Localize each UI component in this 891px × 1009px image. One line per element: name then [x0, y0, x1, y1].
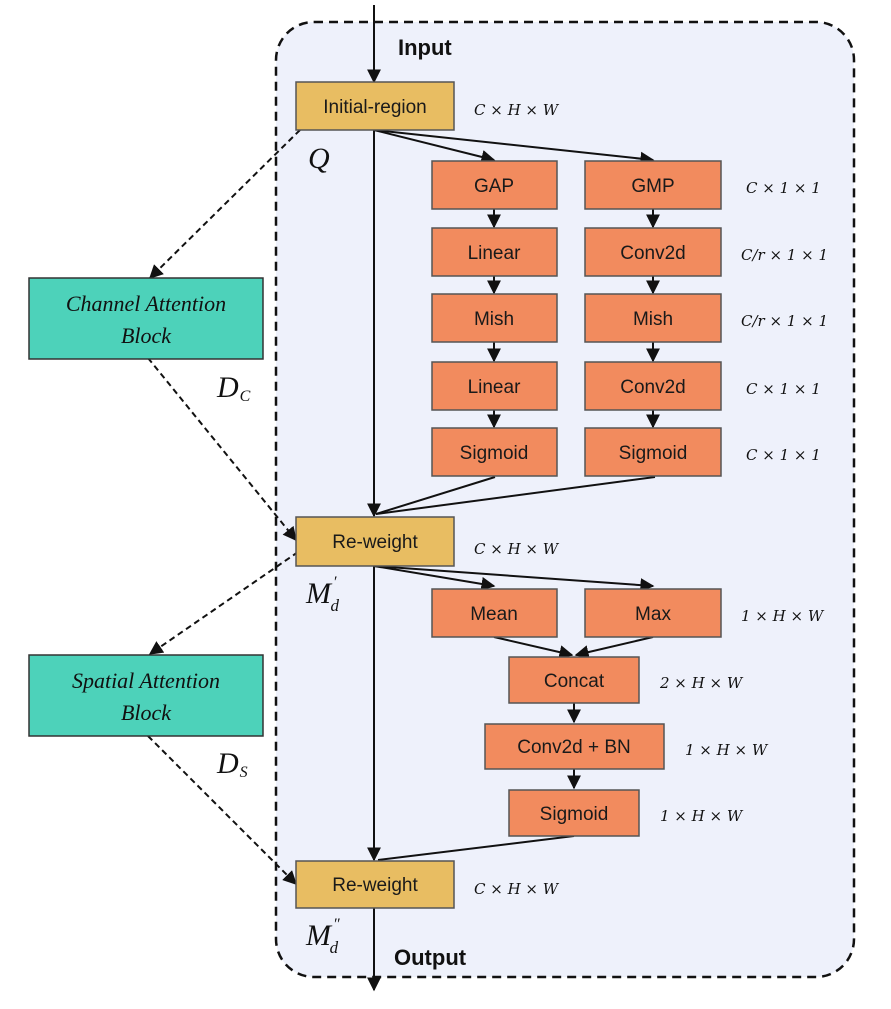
channel-right-label-1: Conv2d	[620, 243, 686, 264]
channel-right-label-4: Sigmoid	[619, 443, 688, 464]
channel-dim-0: C × 1 × 1	[746, 179, 821, 197]
dim-reweight-1: C × H × W	[474, 540, 560, 558]
symbol-dc: DC	[216, 371, 251, 405]
conv-bn-label: Conv2d + BN	[517, 737, 631, 758]
initial-region-label: Initial-region	[323, 97, 427, 118]
max-label: Max	[635, 604, 671, 625]
channel-right-box-1	[584, 227, 722, 277]
channel-left-box-3	[431, 361, 558, 411]
dash-spatial-to-reweight	[147, 735, 297, 885]
max-to-concat	[574, 636, 654, 659]
channel-right-box-4	[584, 427, 722, 477]
channel-left-label-0: GAP	[474, 176, 514, 197]
channel-left-box-4	[431, 427, 558, 477]
channel-dims: C × 1 × 1 C/r × 1 × 1 C/r × 1 × 1 C × 1 × 1…	[741, 179, 828, 464]
concat-label: Concat	[544, 671, 605, 692]
channel-left-label-4: Sigmoid	[460, 443, 529, 464]
channel-right-label-2: Mish	[633, 309, 673, 330]
channel-dim-4: C × 1 × 1	[746, 446, 821, 464]
reweight-box-2	[295, 860, 455, 909]
split-line-max	[373, 565, 655, 593]
dim-reweight-2: C × H × W	[474, 880, 560, 898]
output-label: Output	[394, 945, 467, 970]
dim-initial: C × H × W	[474, 101, 560, 119]
reweight-label-1: Re-weight	[332, 532, 418, 553]
channel-right-box-3	[584, 361, 722, 411]
sigmoid-label-spatial: Sigmoid	[540, 804, 609, 825]
sigmoid-box-spatial	[508, 789, 640, 837]
symbol-ds: DS	[216, 747, 248, 781]
sigmoid-to-reweight	[377, 835, 575, 861]
conv-bn-box	[484, 723, 665, 770]
dim-conv: 1 × H × W	[685, 741, 769, 759]
symbol-m1: M′d	[305, 574, 340, 615]
channel-dim-2: C/r × 1 × 1	[741, 312, 828, 330]
channel-right-box-0	[584, 160, 722, 210]
merge-line-right	[375, 476, 656, 515]
channel-branch: GAPLinearMishLinearSigmoidGMPConv2dMishC…	[431, 160, 722, 477]
channel-left-box-1	[431, 227, 558, 277]
dim-meanmax: 1 × H × W	[741, 607, 825, 625]
channel-left-label-3: Linear	[468, 377, 521, 398]
channel-right-box-2	[584, 293, 722, 343]
channel-arrows	[487, 209, 660, 429]
mean-to-concat	[493, 636, 574, 659]
channel-attention-block	[28, 277, 264, 360]
split-line-right	[373, 129, 655, 166]
mean-label: Mean	[470, 604, 518, 625]
dash-channel-to-reweight	[147, 357, 297, 542]
max-box	[584, 588, 722, 638]
dash-q-to-channel	[149, 129, 301, 279]
channel-attention-label-1: Channel Attention	[66, 291, 226, 316]
symbol-m2: M″d	[305, 916, 340, 957]
merge-line-left	[375, 476, 496, 515]
channel-left-label-2: Mish	[474, 309, 514, 330]
split-line-mean	[373, 565, 496, 591]
channel-left-box-2	[431, 293, 558, 343]
channel-attention-label-2: Block	[121, 323, 172, 348]
mean-box	[431, 588, 558, 638]
channel-right-label-0: GMP	[631, 176, 674, 197]
reweight-label-2: Re-weight	[332, 875, 418, 896]
channel-dim-3: C × 1 × 1	[746, 380, 821, 398]
spatial-attention-label-1: Spatial Attention	[72, 668, 220, 693]
channel-left-label-1: Linear	[468, 243, 521, 264]
initial-region-box	[295, 81, 455, 131]
concat-box	[508, 656, 640, 704]
dim-concat: 2 × H × W	[659, 674, 744, 692]
split-line-left	[373, 129, 496, 164]
channel-left-box-0	[431, 160, 558, 210]
reweight-box-1	[295, 516, 455, 567]
channel-right-label-3: Conv2d	[620, 377, 686, 398]
input-label: Input	[398, 35, 452, 60]
spatial-attention-block	[28, 654, 264, 737]
channel-dim-1: C/r × 1 × 1	[741, 246, 828, 264]
spatial-attention-label-2: Block	[121, 700, 172, 725]
dim-sigmoid: 1 × H × W	[660, 807, 744, 825]
symbol-q: Q	[308, 142, 330, 175]
